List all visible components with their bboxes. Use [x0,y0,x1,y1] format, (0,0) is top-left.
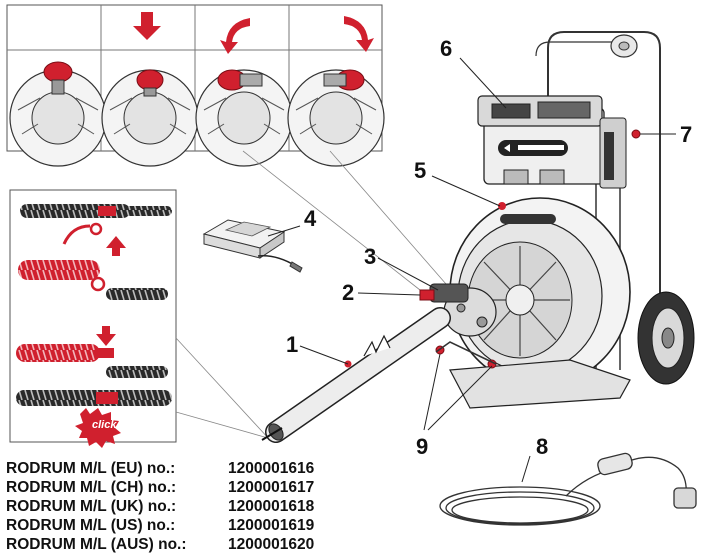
product-number: 1200001619 [228,517,315,534]
brand-logo-icon [504,144,510,152]
click-label: click [92,419,117,431]
callout-2: 2 [342,280,354,305]
arrow-down-icon [133,12,161,40]
product-row: RODRUM M/L (AUS) no.: 1200001620 [6,535,336,554]
product-number-list: RODRUM M/L (EU) no.: 1200001616 RODRUM M… [6,459,336,554]
callout-4: 4 [304,206,317,231]
product-number: 1200001616 [228,460,315,477]
callout-7: 7 [680,122,692,147]
product-name: RODRUM M/L (AUS) no.: [6,536,187,553]
product-row: RODRUM M/L (CH) no.: 1200001617 [6,478,336,497]
click-burst-icon [75,408,121,448]
product-name: RODRUM M/L (CH) no.: [6,479,177,496]
callout-leaders [267,57,676,483]
product-name: RODRUM M/L (UK) no.: [6,498,177,515]
cable-drum [449,197,631,387]
product-name: RODRUM M/L (EU) no.: [6,460,176,477]
product-number: 1200001620 [228,536,315,553]
product-name: RODRUM M/L (US) no.: [6,517,176,534]
callout-1: 1 [286,332,298,357]
callout-6: 6 [440,36,452,61]
lock-frame-3 [195,18,293,167]
guide-hose [261,307,451,443]
battery-control-unit [477,95,627,189]
rotate-left-arrow-icon [220,18,250,54]
callout-8: 8 [536,434,548,459]
arrow-up-icon [106,236,126,256]
lock-frame-2 [101,12,199,167]
product-row: RODRUM M/L (UK) no.: 1200001618 [6,497,336,516]
product-row: RODRUM M/L (EU) no.: 1200001616 [6,459,336,478]
product-number: 1200001618 [228,498,315,515]
callout-5: 5 [414,158,426,183]
callout-9: 9 [416,434,428,459]
cable-coupling-panel: click [9,189,177,448]
transport-wheel [637,291,695,385]
product-number: 1200001617 [228,479,315,496]
power-cable [439,452,697,526]
drum-machine [419,31,695,409]
arrow-down-icon [96,326,116,346]
lock-frame-1 [9,61,107,167]
foot-pedal [202,219,303,273]
lock-frame-4 [287,16,385,167]
curved-arrow-icon [62,224,91,245]
callout-3: 3 [364,244,376,269]
feed-coupling [419,283,497,337]
rotate-right-arrow-icon [344,16,374,52]
product-row: RODRUM M/L (US) no.: 1200001619 [6,516,336,535]
drum-lock-sequence-panel [6,4,385,167]
